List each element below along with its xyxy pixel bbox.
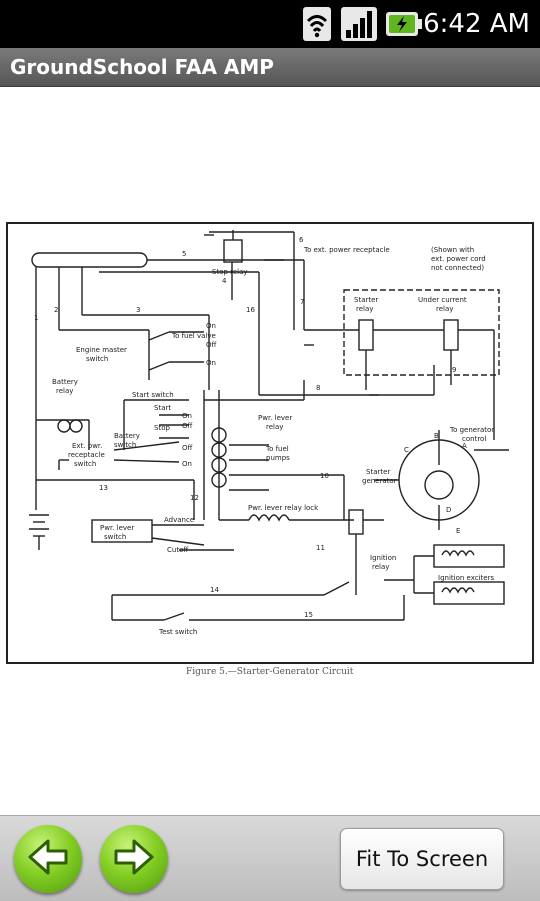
shown-note-line-1: (Shown with xyxy=(431,246,474,254)
wire-number-13: 13 xyxy=(99,484,108,492)
engine-master-label-1: Engine master xyxy=(76,346,127,354)
stop-relay-label: Stop relay xyxy=(212,268,248,276)
status-bar: 6:42 AM xyxy=(0,0,540,48)
ignition-exciters-label: Ignition exciters xyxy=(438,574,494,582)
clock: 6:42 AM xyxy=(423,9,530,39)
wire-number-2: 2 xyxy=(54,306,58,314)
shown-note-line-2: ext. power cord xyxy=(431,255,486,263)
wire-number-9: 9 xyxy=(452,366,456,374)
off-label-1: Off xyxy=(206,341,217,349)
battery-relay-label-1: Battery xyxy=(52,378,78,386)
wire-number-6: 6 xyxy=(299,236,304,244)
undercurrent-relay-label-2: relay xyxy=(436,305,453,313)
term-a-label: A xyxy=(462,442,467,450)
starter-relay-label-2: relay xyxy=(356,305,373,313)
starter-generator-label-1: Starter xyxy=(366,468,390,476)
start-switch-label: Start switch xyxy=(132,391,174,399)
wire-number-16: 16 xyxy=(246,306,255,314)
app-title: GroundSchool FAA AMP xyxy=(10,55,274,79)
stop-label: Stop xyxy=(154,424,170,432)
wire-number-4: 4 xyxy=(222,277,227,285)
test-switch-label: Test switch xyxy=(158,628,197,636)
to-generator-control-label-2: control xyxy=(462,435,486,443)
pwr-lever-relay-lock-label: Pwr. lever relay lock xyxy=(248,504,319,512)
wire-number-15: 15 xyxy=(304,611,313,619)
arrow-right-icon xyxy=(112,837,156,881)
off-label-2: Off xyxy=(182,422,193,430)
term-e-label: E xyxy=(456,527,460,535)
ext-pwr-recept-label-2: receptacle xyxy=(68,451,105,459)
starter-relay-label-1: Starter xyxy=(354,296,378,304)
on-label-4: On xyxy=(182,460,192,468)
wire-number-7: 7 xyxy=(300,298,304,306)
cutoff-label: Cutoff xyxy=(167,546,188,554)
forward-button[interactable] xyxy=(100,825,168,893)
pwr-lever-relay-label-2: relay xyxy=(266,423,283,431)
shown-note-line-3: not connected) xyxy=(431,264,484,272)
ext-pwr-recept-label-3: switch xyxy=(74,460,96,468)
ignition-relay-label-1: Ignition xyxy=(370,554,396,562)
to-generator-control-label-1: To generator xyxy=(449,426,494,434)
starter-generator-label-2: generator xyxy=(362,477,397,485)
battery-charging-icon xyxy=(384,6,424,46)
term-c-label: C xyxy=(404,446,409,454)
on-label-3: On xyxy=(182,412,192,420)
on-label-2: On xyxy=(206,359,216,367)
circuit-diagram-figure[interactable]: Stop relay To ext. power receptacle (Sho… xyxy=(4,220,536,675)
battery-switch-label-2: switch xyxy=(114,441,136,449)
advance-label: Advance xyxy=(164,516,194,524)
wire-number-1: 1 xyxy=(34,314,38,322)
pwr-lever-relay-label-1: Pwr. lever xyxy=(258,414,292,422)
undercurrent-relay-label-1: Under current xyxy=(418,296,467,304)
ignition-relay-label-2: relay xyxy=(372,563,389,571)
battery-relay-label-2: relay xyxy=(56,387,73,395)
to-fuel-valve-label: To fuel valve xyxy=(171,332,216,340)
fit-to-screen-button[interactable]: Fit To Screen xyxy=(340,828,504,890)
arrow-left-icon xyxy=(26,837,70,881)
to-fuel-pumps-label-2: pumps xyxy=(266,454,290,462)
wire-number-3: 3 xyxy=(136,306,140,314)
start-label: Start xyxy=(154,404,171,412)
to-fuel-pumps-label-1: To fuel xyxy=(265,445,289,453)
back-button[interactable] xyxy=(14,825,82,893)
pwr-lever-switch-label-2: switch xyxy=(104,533,126,541)
wire-number-12: 12 xyxy=(190,494,199,502)
document-viewer[interactable]: Stop relay To ext. power receptacle (Sho… xyxy=(0,87,540,815)
figure-caption: Figure 5.—Starter-Generator Circuit xyxy=(186,667,354,677)
pwr-lever-switch-label-1: Pwr. lever xyxy=(100,524,134,532)
wire-number-11: 11 xyxy=(316,544,325,552)
wifi-icon xyxy=(302,6,332,46)
starter-generator-circuit-diagram: Stop relay To ext. power receptacle (Sho… xyxy=(6,222,534,664)
on-label-1: On xyxy=(206,322,216,330)
ext-power-receptacle-label: To ext. power receptacle xyxy=(303,246,390,254)
wire-number-14: 14 xyxy=(210,586,219,594)
term-d-label: D xyxy=(446,506,451,514)
engine-master-label-2: switch xyxy=(86,355,108,363)
ext-pwr-recept-label-1: Ext. pwr. xyxy=(72,442,102,450)
signal-icon xyxy=(340,6,378,46)
battery-switch-label-1: Battery xyxy=(114,432,140,440)
title-bar: GroundSchool FAA AMP xyxy=(0,48,540,87)
wire-number-5: 5 xyxy=(182,250,186,258)
bottom-toolbar: Fit To Screen xyxy=(0,815,540,901)
wire-number-10: 10 xyxy=(320,472,329,480)
wire-number-8: 8 xyxy=(316,384,320,392)
off-label-3: Off xyxy=(182,444,193,452)
term-b-label: B xyxy=(434,432,439,440)
